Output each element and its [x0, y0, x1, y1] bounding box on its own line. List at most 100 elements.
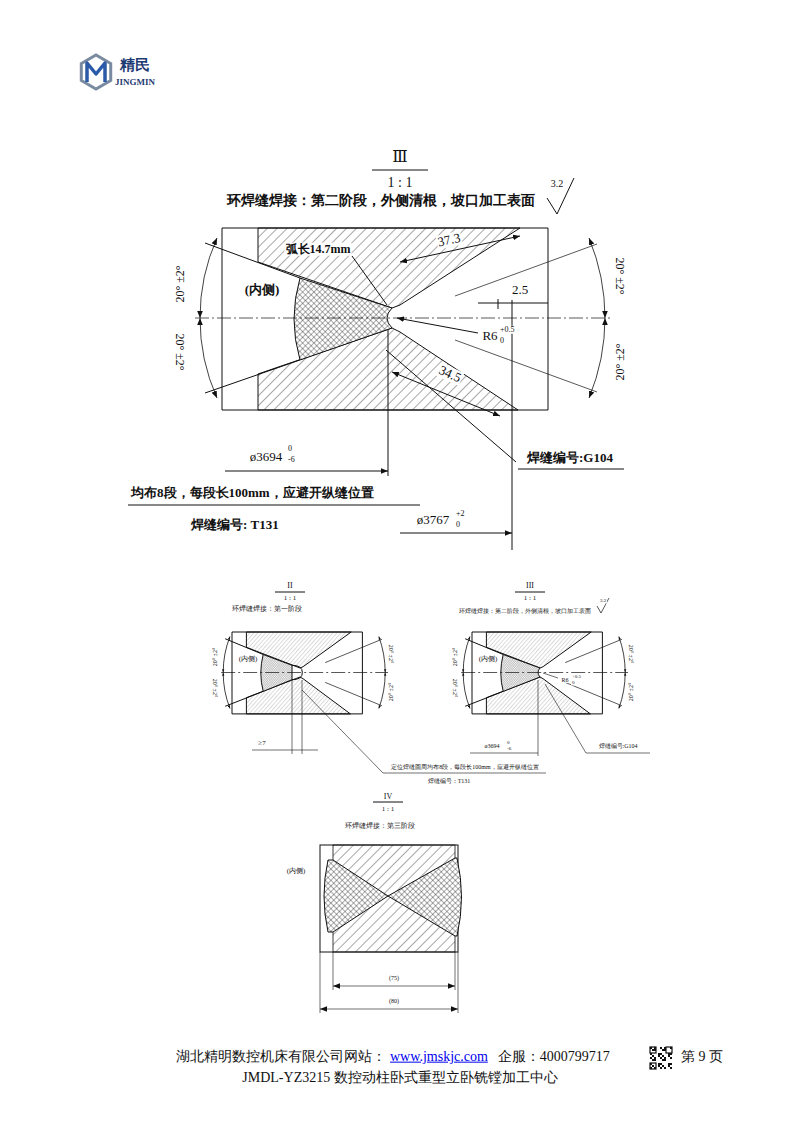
weld-bead [501, 655, 540, 692]
qr-cell [654, 1067, 656, 1069]
qr-cell [662, 1049, 664, 1051]
qr-cell [664, 1047, 666, 1049]
plate-outline [472, 632, 602, 714]
angle-arc [379, 673, 385, 709]
angle-arc [223, 637, 230, 673]
detail-note: 环焊缝焊接：第二阶段，外侧清根，坡口加工表面 [458, 608, 592, 614]
label: 20° ±2° [212, 678, 218, 699]
qr-cell [650, 1067, 652, 1069]
qr-cell [658, 1063, 660, 1065]
leader-underline [128, 505, 420, 506]
qr-cell [670, 1063, 672, 1065]
leader-line [397, 318, 478, 333]
tolerance: 0 [287, 445, 293, 453]
qr-cell [650, 1053, 652, 1055]
plate-outline [232, 632, 362, 714]
qr-cell [654, 1059, 656, 1061]
detail-note: 环焊缝焊接：第一阶段 [231, 606, 303, 613]
extension-line [388, 330, 389, 476]
qr-cell [670, 1053, 672, 1055]
fraction-bar [373, 802, 403, 803]
qr-cell [668, 1065, 670, 1067]
extension-line [333, 952, 334, 990]
dimension: ≥7 [257, 740, 266, 747]
qr-cell [660, 1053, 662, 1055]
qr-cell [664, 1057, 666, 1059]
extension-line [465, 639, 503, 655]
label: 20° ±2° [452, 647, 458, 668]
center-line [461, 672, 628, 673]
leader-underline [586, 753, 650, 754]
dimension: R6 [560, 677, 569, 683]
qr-cell [670, 1067, 672, 1069]
joint-section [195, 228, 612, 410]
leader-underline [383, 773, 546, 774]
qr-cell [670, 1047, 672, 1049]
qr-cell [650, 1057, 652, 1059]
footer-text: 企服：4000799717 [497, 1050, 611, 1065]
logo-mark [87, 63, 105, 82]
tolerance: +0.5 [499, 326, 516, 334]
qr-cell [668, 1055, 670, 1057]
extension-line [225, 691, 263, 706]
dimension-tick [498, 299, 499, 309]
side-label: (内侧) [244, 283, 281, 297]
extension-line [325, 682, 382, 705]
dimension: 2.5 [511, 283, 529, 297]
detail-title: II [286, 582, 293, 590]
extension-line [458, 952, 459, 1013]
angle-arc [223, 673, 230, 709]
tolerance: 0 [506, 740, 511, 745]
qr-cell [652, 1049, 654, 1051]
note: 定位焊缝圆周均布8段，每段长100mm，应避开纵缝位置 [390, 764, 539, 770]
weld-bead [261, 655, 292, 692]
detail-scale: 1 : 1 [387, 176, 414, 191]
extension-line [205, 360, 300, 393]
dimension-line [470, 753, 538, 754]
weld-number: 焊缝编号: T131 [190, 518, 280, 532]
side-label: (内侧) [286, 868, 307, 875]
dimension: R6 [481, 329, 498, 343]
extension-line [292, 680, 293, 754]
center-line [221, 672, 388, 673]
qr-cell [664, 1059, 666, 1061]
qr-cell [658, 1053, 660, 1055]
roughness-value: 3.2 [550, 179, 565, 190]
extension-line [565, 639, 622, 662]
angle-arc [379, 637, 385, 673]
qr-cell [654, 1057, 656, 1059]
extension-line [538, 680, 539, 756]
roughness-symbol [597, 598, 609, 613]
label: 20° ±2° [212, 647, 218, 668]
angle-arc [619, 673, 625, 709]
qr-cell [650, 1063, 652, 1065]
leader-line [386, 350, 516, 462]
dimension-line [225, 471, 388, 472]
tolerance: 0 [499, 337, 505, 345]
roughness-value: 3.2 [599, 598, 607, 603]
angle-arc [200, 318, 217, 398]
note: 均布8段，每段长100mm，应避开纵缝位置 [130, 486, 375, 500]
tolerance: -6 [287, 456, 296, 464]
leader-line [545, 684, 586, 753]
extension-line [455, 340, 597, 392]
fraction-bar [372, 170, 428, 171]
joint-section [461, 632, 628, 714]
angle-dimension: 20° ±2° [614, 342, 627, 381]
label: 20° ±2° [388, 682, 394, 703]
qr-cell [664, 1049, 666, 1051]
weld-bead [388, 858, 462, 936]
qr-cell [654, 1049, 656, 1051]
fraction-bar [275, 592, 305, 593]
plate-outline [222, 228, 548, 410]
angle-dimension: 20° ±2° [614, 256, 627, 295]
detail-title: Ⅲ [391, 149, 408, 166]
extension-line [512, 300, 513, 550]
dimension-line [320, 1009, 458, 1010]
qr-cell [660, 1063, 662, 1065]
tolerance: +2 [455, 510, 466, 518]
detail-scale: 1 : 1 [283, 595, 297, 602]
extension-line [465, 691, 503, 706]
